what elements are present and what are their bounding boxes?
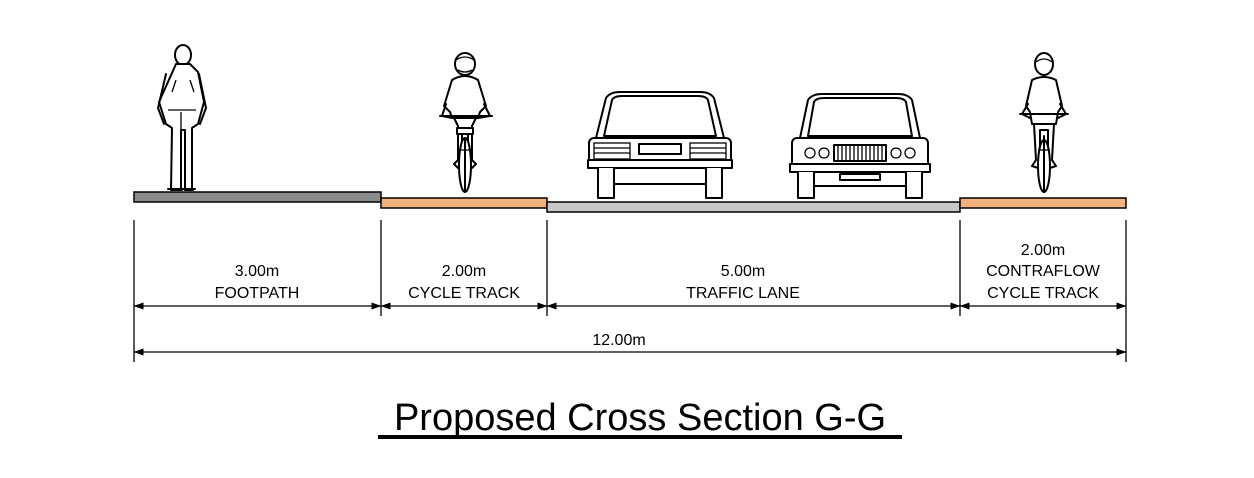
footpath-width: 3.00m	[235, 263, 279, 280]
footpath-label: FOOTPATH	[215, 285, 300, 302]
car-front-icon	[789, 93, 931, 199]
footpath-surface	[133, 191, 382, 203]
cycle-track-label: CYCLE TRACK	[408, 285, 520, 302]
pedestrian-icon	[157, 44, 207, 191]
contraflow-label-line2: CYCLE TRACK	[987, 285, 1099, 302]
total-width-label: 12.00m	[592, 332, 645, 349]
cycle-track-surface	[380, 197, 548, 209]
cycle-track-width: 2.00m	[442, 263, 486, 280]
car-rear-icon	[587, 91, 733, 199]
cyclist-rear-icon	[439, 52, 493, 193]
contraflow-width: 2.00m	[1021, 242, 1065, 259]
cyclist-front-icon	[1019, 52, 1069, 193]
traffic-lane-surface	[546, 201, 961, 213]
title-underline	[378, 435, 902, 439]
contraflow-label-line1: CONTRAFLOW	[986, 263, 1101, 280]
traffic-lane-label: TRAFFIC LANE	[686, 285, 800, 302]
contraflow-cycle-track-surface	[959, 197, 1127, 209]
diagram-title: Proposed Cross Section G-G	[394, 397, 886, 439]
dimension-extension-lines	[133, 220, 1127, 362]
traffic-lane-width: 5.00m	[721, 263, 765, 280]
